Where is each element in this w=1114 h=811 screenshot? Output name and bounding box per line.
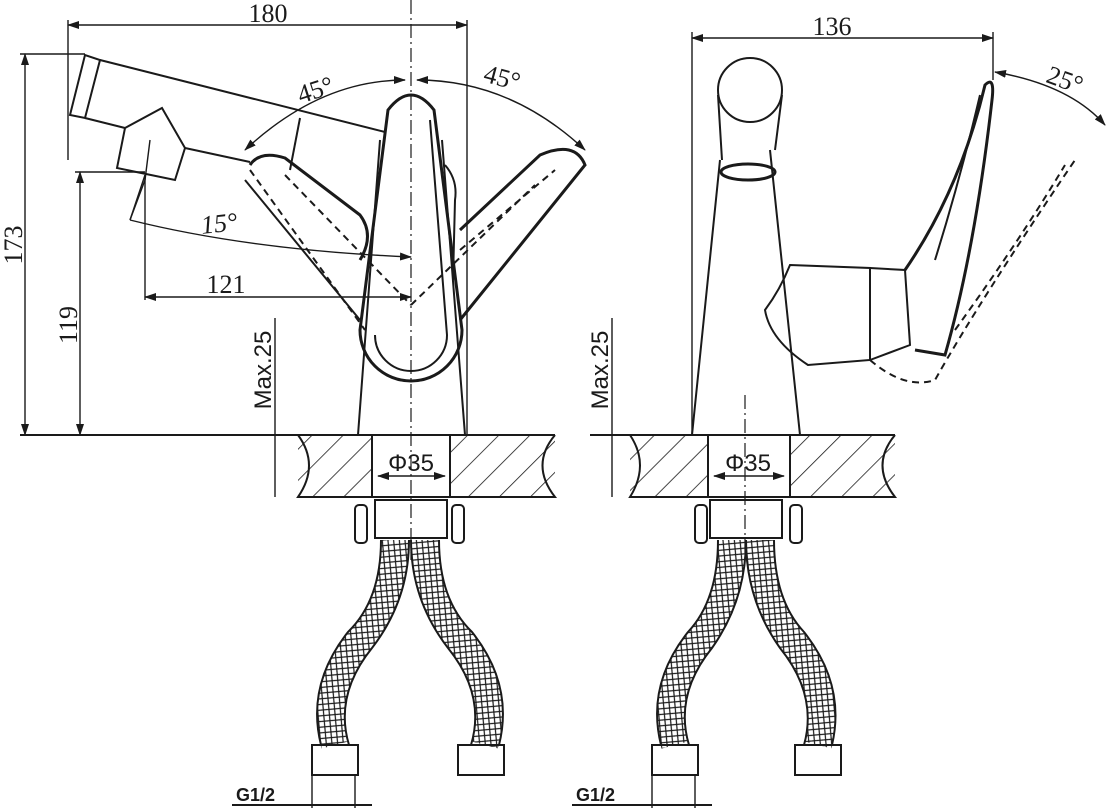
lever-left-dashed (249, 169, 412, 331)
side-lever-inner (934, 94, 981, 261)
width-dimension-label: 180 (249, 0, 288, 28)
side-mounting-nut (709, 499, 783, 539)
side-lever-handle (903, 80, 995, 357)
lever-right-position (458, 147, 587, 321)
hole-diameter-label: Φ35 (388, 450, 434, 477)
side-hole-diameter-label: Φ35 (725, 450, 771, 477)
counter-section-right (450, 435, 555, 497)
side-body (691, 149, 801, 436)
side-lever-angle-label: 25° (1043, 60, 1087, 100)
flex-hose-left (316, 539, 409, 749)
faucet-body-detail (444, 164, 457, 281)
side-counter-right (790, 435, 895, 497)
spout-neck (717, 94, 783, 161)
pull-out-spout (68, 53, 386, 221)
hose-fitting-right (457, 744, 505, 776)
thread-label: G1/2 (236, 785, 275, 805)
side-thread-label: G1/2 (576, 785, 615, 805)
spout-angle-label: 15° (199, 207, 238, 240)
lever-handle-center (358, 93, 464, 383)
side-lever-dashed (869, 159, 1076, 384)
spout-knob (717, 57, 783, 123)
mounting-stud (354, 504, 368, 544)
height-dimension-label: 173 (0, 226, 28, 265)
side-max-thickness-label: Max.25 (587, 331, 614, 410)
front-view: 180 173 119 121 45° 45° 15° Max.25 Φ35 G… (0, 0, 587, 808)
lever-angle-left-label: 45° (294, 71, 338, 110)
lever-angle-arc-right (416, 76, 586, 151)
lever-right-dashed (410, 169, 556, 306)
valve-housing (763, 263, 871, 367)
flex-hose-right (411, 539, 504, 749)
side-hose-left (656, 539, 746, 749)
side-view: 136 25° Max.25 Φ35 G1/2 (572, 12, 1106, 808)
lever-angle-arc-left (244, 76, 406, 151)
spout-height-label: 119 (54, 306, 83, 344)
mounting-stud (451, 504, 465, 544)
lever-left-edge (244, 179, 361, 321)
counter-section-left (298, 435, 372, 497)
side-fitting-left (651, 744, 699, 776)
side-hose-right (746, 539, 836, 749)
aerator (719, 162, 777, 182)
side-fitting-right (794, 744, 842, 776)
mounting-nut (374, 499, 448, 539)
faucet-body (357, 139, 466, 436)
lever-handle-inner (374, 119, 449, 372)
valve-cap (869, 267, 912, 361)
lever-left-position (248, 153, 369, 261)
spout-reach-label: 121 (207, 270, 246, 299)
depth-dimension-label: 136 (813, 12, 852, 41)
max-thickness-label: Max.25 (250, 331, 277, 410)
counter-outline (296, 434, 558, 498)
side-lever-angle-arc (994, 69, 1106, 126)
side-counter-left (630, 435, 708, 497)
hose-fitting-left (311, 744, 359, 776)
